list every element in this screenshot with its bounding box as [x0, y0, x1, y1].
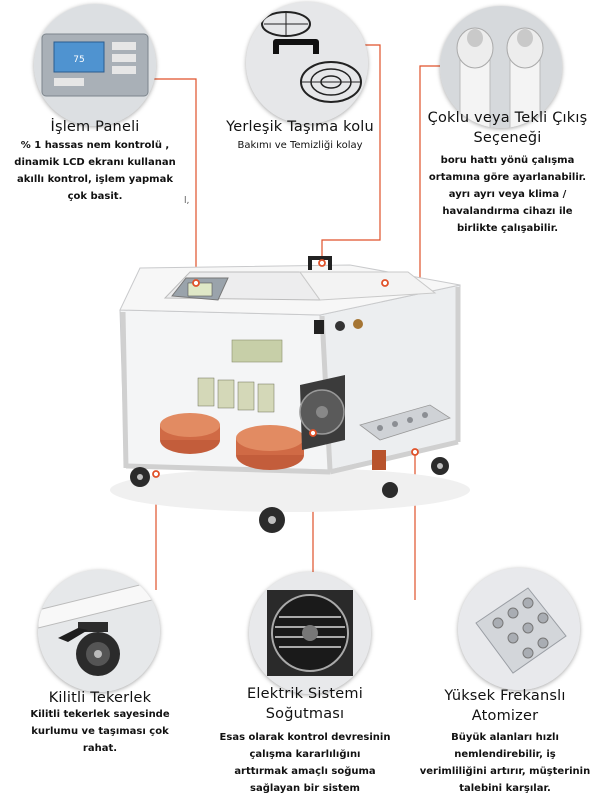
panel-desc-line: çok basit.	[67, 191, 123, 202]
atomizer-desc-line: Büyük alanları hızlı	[451, 732, 559, 743]
handle-desc: Bakımı ve Temizliği kolay	[200, 137, 400, 154]
cooling-desc: Esas olarak kontrol devresinin çalışma k…	[200, 729, 410, 797]
lcd-value: 75	[73, 55, 84, 65]
wheel-desc-line: kurlumu ve taşıması çok	[31, 726, 169, 737]
handle-title: Yerleşik Taşıma kolu	[226, 119, 374, 135]
outlet-desc-line: ayrı ayrı veya klima /	[448, 189, 567, 200]
atomizer-image	[458, 568, 580, 690]
panel-desc-line: % 1 hassas nem kontrolü ,	[20, 140, 170, 151]
outlet-desc-line: boru hattı yönü çalışma	[440, 155, 575, 166]
cooling-title-line: Elektrik Sistemi	[247, 686, 363, 702]
atomizer-title-line: Atomizer	[471, 708, 539, 724]
outlet-desc-line: birlikte çalışabilir.	[456, 223, 559, 234]
panel-desc-line: akıllı kontrol, işlem yapmak	[17, 174, 173, 185]
outlet-title-line: Çoklu veya Tekli Çıkış	[427, 110, 588, 126]
outlet-title-line: Seçeneği	[473, 130, 542, 146]
pipe-outlet-image	[440, 6, 562, 128]
wheel-desc-line: Kilitli tekerlek sayesinde	[30, 709, 170, 720]
handle-grill-image	[246, 2, 368, 124]
panel-desc-line: dinamik LCD ekranı kullanan	[14, 157, 176, 168]
outlet-desc-line: ortamına göre ayarlanabilir.	[428, 172, 587, 183]
wheel-desc-line: rahat.	[82, 743, 118, 754]
panel-title: İşlem Paneli	[50, 119, 140, 135]
atomizer-title: Yüksek Frekanslı Atomizer	[410, 686, 600, 726]
fan-image	[249, 572, 371, 694]
cooling-desc-line: çalışma kararlılığını	[249, 749, 361, 760]
cooling-title: Elektrik Sistemi Soğutması	[200, 684, 410, 724]
atomizer-desc-line: talebini karşılar.	[459, 783, 551, 794]
cooling-desc-line: sağlayan bir sistem	[250, 783, 360, 794]
wheel-desc: Kilitli tekerlek sayesinde kurlumu ve ta…	[0, 706, 200, 757]
outlet-title: Çoklu veya Tekli Çıkış Seçeneği	[415, 108, 600, 148]
cooling-desc-line: arttırmak amaçlı soğuma	[234, 766, 376, 777]
atomizer-desc: Büyük alanları hızlı nemlendirebilir, iş…	[410, 729, 600, 797]
wheel-title: Kilitli Tekerlek	[48, 690, 152, 706]
cooling-title-line: Soğutması	[265, 706, 345, 722]
atomizer-desc-line: nemlendirebilir, iş	[454, 749, 556, 760]
control-panel-image: 75	[34, 4, 156, 126]
cooling-desc-line: Esas olarak kontrol devresinin	[219, 732, 391, 743]
outlet-desc-line: havalandırma cihazı ile	[442, 206, 573, 217]
atomizer-title-line: Yüksek Frekanslı	[444, 688, 566, 704]
wheel-image	[38, 570, 160, 692]
outlet-desc: boru hattı yönü çalışma ortamına göre ay…	[415, 152, 600, 237]
stray-mark: l,	[184, 196, 190, 206]
handle-desc-line: Bakımı ve Temizliği kolay	[237, 140, 363, 151]
panel-desc: % 1 hassas nem kontrolü , dinamik LCD ek…	[0, 137, 190, 205]
atomizer-desc-line: verimliliğini artırır, müşterinin	[419, 766, 591, 777]
